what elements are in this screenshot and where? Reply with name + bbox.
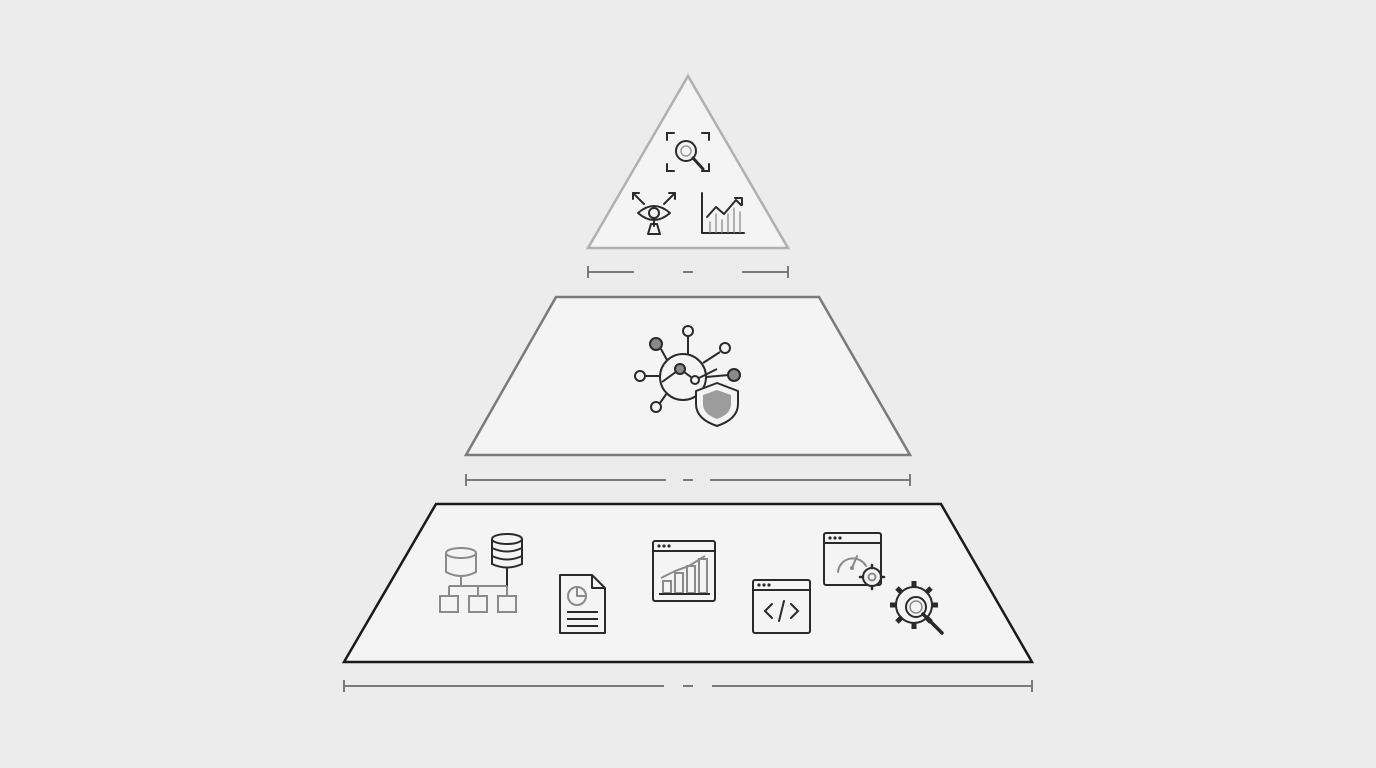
focus-search-icon: [666, 132, 710, 172]
dimension-line-bottom: [343, 680, 1033, 692]
performance-window-icon: [823, 532, 886, 591]
dimension-line-middle: [465, 474, 911, 486]
tier-middle: [463, 295, 913, 457]
database-hierarchy-icon: [439, 533, 523, 613]
shield-icon: [695, 382, 739, 427]
report-document-icon: [559, 574, 606, 634]
network-hub-icon: [634, 325, 741, 413]
tier-bottom: [341, 502, 1035, 664]
trend-chart-icon: [701, 192, 745, 234]
gear-search-icon: [890, 581, 944, 635]
tier-top: [585, 73, 791, 250]
tier-top-shape: [585, 73, 791, 250]
dashboard-window-icon: [652, 540, 716, 602]
code-window-icon: [752, 579, 811, 634]
vision-eye-icon: [632, 192, 676, 235]
dimension-line-top: [587, 266, 789, 278]
